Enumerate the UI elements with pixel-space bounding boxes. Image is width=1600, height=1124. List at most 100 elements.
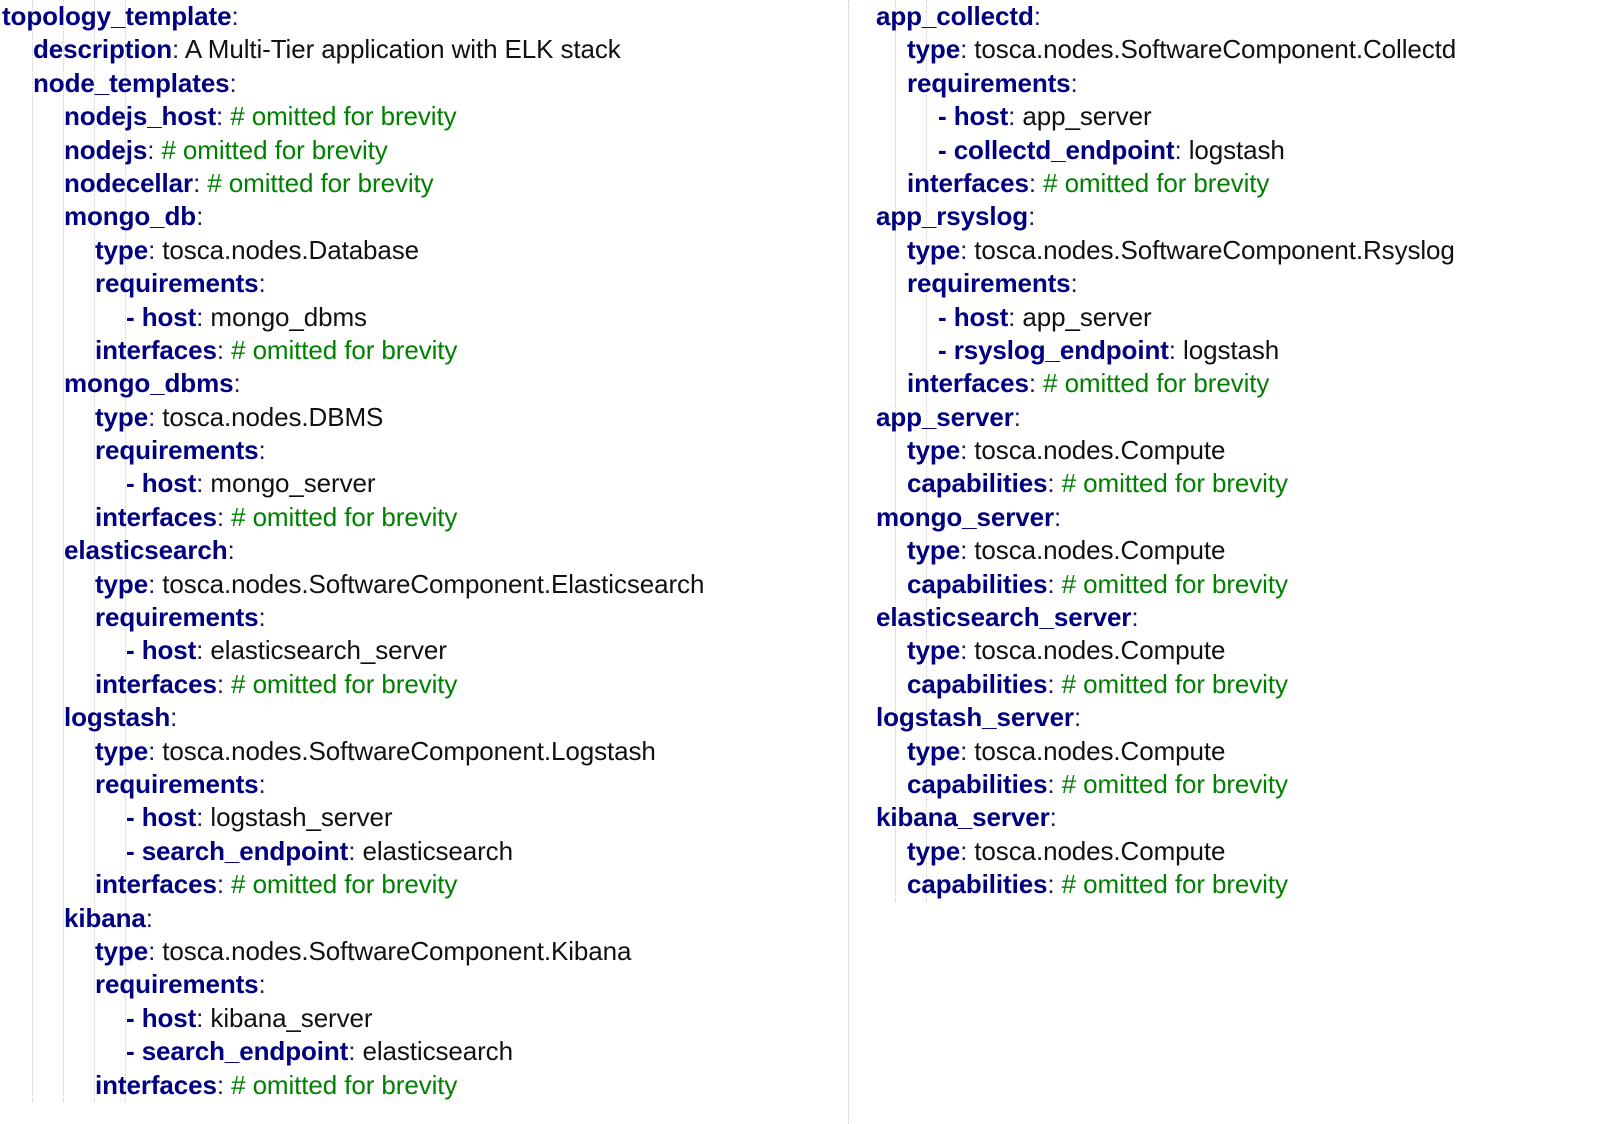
yaml-key: host xyxy=(141,802,197,833)
list-dash: - xyxy=(938,301,954,332)
yaml-comment: # omitted for brevity xyxy=(1035,368,1270,399)
list-dash: - xyxy=(126,835,142,866)
yaml-colon: : xyxy=(960,735,968,766)
code-line: mongo_server: xyxy=(862,501,1600,534)
column-divider xyxy=(848,0,849,1124)
yaml-key: host xyxy=(141,301,197,332)
code-line: topology_template: xyxy=(0,0,848,33)
code-line: capabilities: # omitted for brevity xyxy=(862,668,1600,701)
code-line: - host: app_server xyxy=(862,100,1600,133)
code-line: app_rsyslog: xyxy=(862,200,1600,233)
yaml-value: logstash_server xyxy=(203,802,393,833)
code-line: type: tosca.nodes.Compute xyxy=(862,434,1600,467)
yaml-colon: : xyxy=(196,802,204,833)
code-line: - host: elasticsearch_server xyxy=(0,634,848,667)
yaml-key: kibana xyxy=(64,902,146,933)
list-dash: - xyxy=(938,334,954,365)
yaml-comment: # omitted for brevity xyxy=(1054,869,1288,900)
code-line: - search_endpoint: elasticsearch xyxy=(0,1035,848,1068)
yaml-value: elasticsearch_server xyxy=(203,635,447,666)
yaml-value: kibana_server xyxy=(203,1002,373,1033)
yaml-colon: : xyxy=(216,101,224,132)
code-line: interfaces: # omitted for brevity xyxy=(0,868,848,901)
right-code-column: app_collectd:type: tosca.nodes.SoftwareC… xyxy=(862,0,1600,902)
yaml-colon: : xyxy=(1008,101,1016,132)
yaml-key: capabilities xyxy=(907,768,1048,799)
yaml-colon: : xyxy=(1131,602,1139,633)
yaml-colon: : xyxy=(170,702,178,733)
yaml-key: host xyxy=(141,1002,197,1033)
code-line: kibana_server: xyxy=(862,801,1600,834)
yaml-colon: : xyxy=(148,935,156,966)
code-line: type: tosca.nodes.SoftwareComponent.Logs… xyxy=(0,735,848,768)
yaml-key: nodecellar xyxy=(64,167,194,198)
yaml-comment: # omitted for brevity xyxy=(223,869,458,900)
yaml-key: mongo_dbms xyxy=(64,368,234,399)
yaml-colon: : xyxy=(216,501,224,532)
yaml-colon: : xyxy=(227,535,235,566)
list-dash: - xyxy=(126,635,142,666)
yaml-comment: # omitted for brevity xyxy=(200,167,434,198)
code-line: capabilities: # omitted for brevity xyxy=(862,868,1600,901)
yaml-colon: : xyxy=(233,368,241,399)
yaml-colon: : xyxy=(1008,301,1016,332)
code-line: - host: mongo_server xyxy=(0,467,848,500)
yaml-colon: : xyxy=(960,835,968,866)
yaml-colon: : xyxy=(258,768,266,799)
code-line: type: tosca.nodes.Compute xyxy=(862,735,1600,768)
yaml-key: requirements xyxy=(95,435,259,466)
yaml-key: nodejs_host xyxy=(64,101,217,132)
yaml-key: collectd_endpoint xyxy=(953,134,1175,165)
yaml-colon: : xyxy=(258,969,266,1000)
yaml-colon: : xyxy=(196,201,204,232)
yaml-colon: : xyxy=(1047,768,1055,799)
yaml-key: node_templates xyxy=(33,67,230,98)
code-line: - host: logstash_server xyxy=(0,801,848,834)
yaml-key: mongo_db xyxy=(64,201,197,232)
yaml-colon: : xyxy=(1070,268,1078,299)
yaml-key: topology_template xyxy=(2,1,232,31)
yaml-key: app_collectd xyxy=(876,1,1034,31)
code-line: type: tosca.nodes.SoftwareComponent.Rsys… xyxy=(862,234,1600,267)
code-line: - collectd_endpoint: logstash xyxy=(862,134,1600,167)
yaml-key: requirements xyxy=(95,768,259,799)
yaml-comment: # omitted for brevity xyxy=(1054,668,1288,699)
code-line: interfaces: # omitted for brevity xyxy=(0,334,848,367)
yaml-key: interfaces xyxy=(95,668,217,699)
yaml-colon: : xyxy=(1053,501,1062,532)
yaml-key: type xyxy=(907,635,961,666)
yaml-colon: : xyxy=(148,401,156,432)
yaml-colon: : xyxy=(1047,468,1055,499)
code-line: elasticsearch_server: xyxy=(862,601,1600,634)
code-line: - host: mongo_dbms xyxy=(0,301,848,334)
code-line: type: tosca.nodes.SoftwareComponent.Coll… xyxy=(862,33,1600,66)
yaml-value: A Multi-Tier application with ELK stack xyxy=(179,34,621,65)
code-line: type: tosca.nodes.Compute xyxy=(862,835,1600,868)
code-line: kibana: xyxy=(0,902,848,935)
yaml-colon: : xyxy=(960,34,968,65)
code-line: app_server: xyxy=(862,401,1600,434)
code-line: mongo_dbms: xyxy=(0,367,848,400)
yaml-key: search_endpoint xyxy=(141,1036,349,1067)
yaml-colon: : xyxy=(147,134,155,165)
yaml-key: host xyxy=(141,635,197,666)
yaml-key: type xyxy=(907,835,961,866)
yaml-value: elasticsearch xyxy=(355,835,513,866)
code-line: type: tosca.nodes.Database xyxy=(0,234,848,267)
code-line: nodecellar: # omitted for brevity xyxy=(0,167,848,200)
yaml-comment: # omitted for brevity xyxy=(154,134,388,165)
yaml-key: nodejs xyxy=(64,134,148,165)
yaml-value: tosca.nodes.DBMS xyxy=(155,401,384,432)
code-line: type: tosca.nodes.DBMS xyxy=(0,401,848,434)
list-dash: - xyxy=(938,134,954,165)
code-line: app_collectd: xyxy=(862,0,1600,33)
yaml-key: rsyslog_endpoint xyxy=(953,334,1169,365)
yaml-key: interfaces xyxy=(95,501,217,532)
yaml-colon: : xyxy=(960,435,968,466)
code-line: mongo_db: xyxy=(0,200,848,233)
code-line: nodejs_host: # omitted for brevity xyxy=(0,100,848,133)
yaml-key: type xyxy=(95,401,149,432)
yaml-colon: : xyxy=(258,268,266,299)
yaml-colon: : xyxy=(1028,201,1036,232)
